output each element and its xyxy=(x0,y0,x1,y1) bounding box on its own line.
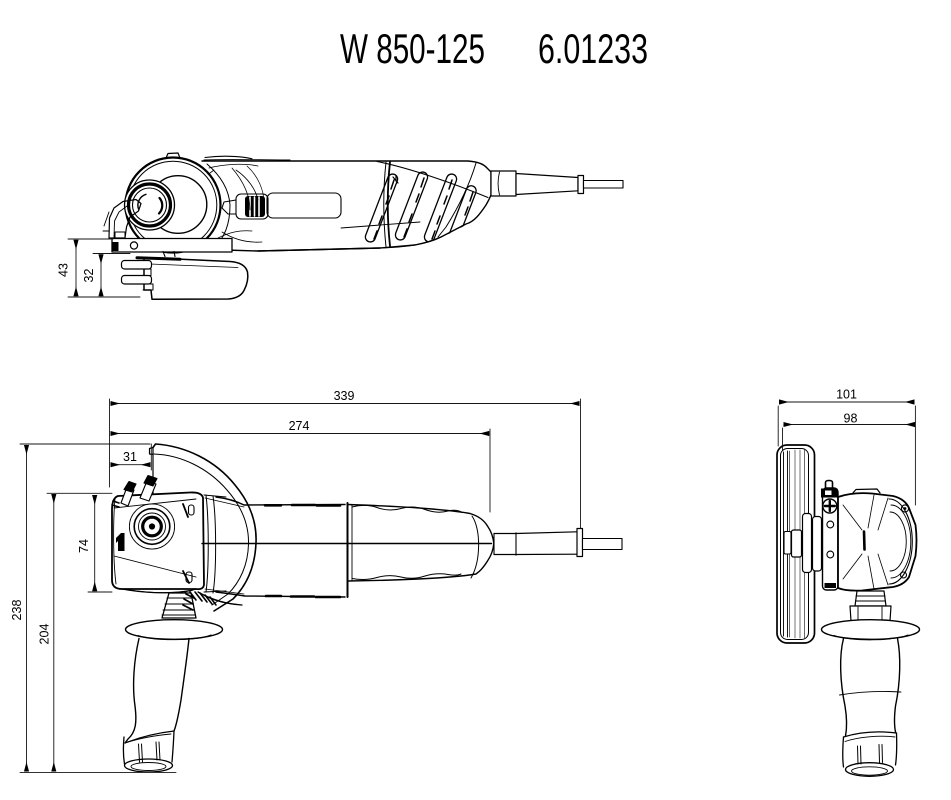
svg-text:101: 101 xyxy=(836,388,857,402)
svg-text:W 850-125: W 850-125 xyxy=(340,25,485,72)
svg-text:274: 274 xyxy=(289,419,310,433)
svg-text:6.01233: 6.01233 xyxy=(538,25,648,72)
svg-text:32: 32 xyxy=(82,269,96,283)
svg-text:74: 74 xyxy=(77,539,91,553)
svg-text:339: 339 xyxy=(334,389,355,403)
svg-text:43: 43 xyxy=(57,263,71,277)
svg-text:238: 238 xyxy=(10,600,24,621)
svg-text:31: 31 xyxy=(123,450,137,464)
svg-text:98: 98 xyxy=(844,412,858,426)
svg-text:204: 204 xyxy=(38,624,52,645)
